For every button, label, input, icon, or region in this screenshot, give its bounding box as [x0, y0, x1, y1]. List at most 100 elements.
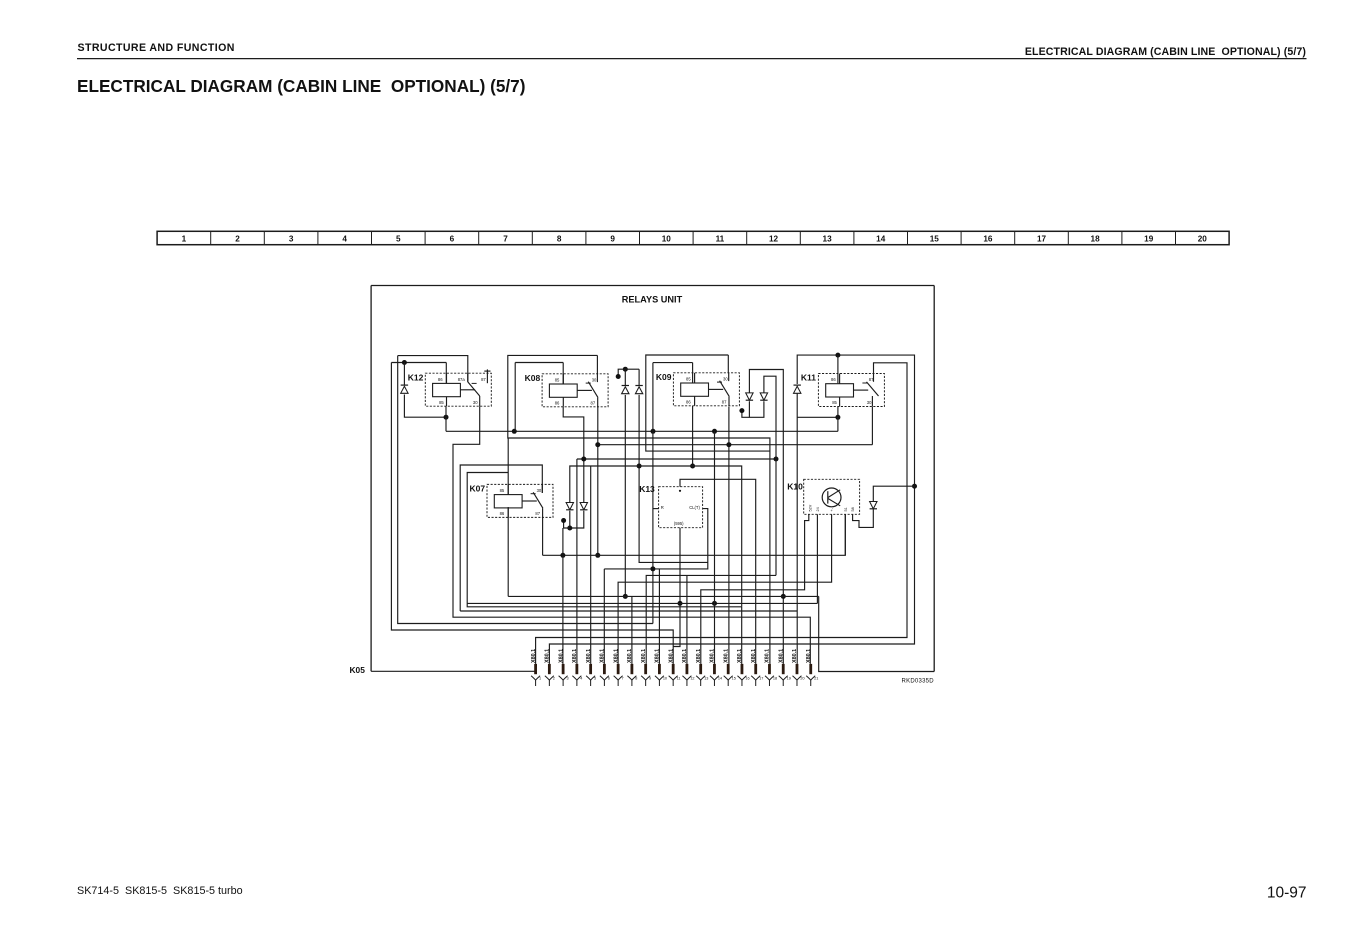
svg-text:X80.1: X80.1 — [696, 649, 702, 663]
svg-text:RKD0335D: RKD0335D — [902, 678, 935, 684]
svg-text:30: 30 — [723, 376, 728, 381]
svg-text:X80.1: X80.1 — [765, 649, 771, 663]
svg-text:10: 10 — [663, 676, 667, 680]
svg-text:K13: K13 — [639, 484, 655, 494]
svg-text:5: 5 — [594, 676, 596, 680]
svg-text:13: 13 — [823, 235, 833, 244]
svg-text:17: 17 — [759, 676, 763, 680]
svg-text:9: 9 — [649, 676, 651, 680]
svg-text:X80.1: X80.1 — [806, 649, 812, 663]
svg-text:X80.1: X80.1 — [778, 649, 784, 663]
svg-text:18: 18 — [1091, 235, 1101, 244]
svg-text:X80.1: X80.1 — [792, 649, 798, 663]
svg-text:86: 86 — [500, 511, 505, 516]
svg-text:5: 5 — [396, 235, 401, 244]
svg-text:4: 4 — [580, 676, 582, 680]
svg-text:K10: K10 — [787, 481, 803, 491]
svg-text:85: 85 — [832, 400, 837, 405]
svg-text:30: 30 — [537, 488, 542, 493]
svg-text:X80.1: X80.1 — [558, 649, 564, 663]
svg-text:X80.1: X80.1 — [668, 649, 674, 663]
svg-text:11: 11 — [677, 676, 681, 680]
svg-text:CL(T): CL(T) — [689, 505, 700, 510]
svg-text:X80.1: X80.1 — [586, 649, 592, 663]
svg-text:14: 14 — [876, 235, 886, 244]
svg-text:85: 85 — [555, 377, 560, 382]
svg-text:7: 7 — [503, 235, 508, 244]
svg-text:8: 8 — [557, 235, 562, 244]
svg-text:X80.1: X80.1 — [627, 649, 633, 663]
svg-text:X80.1: X80.1 — [545, 649, 551, 663]
svg-text:87: 87 — [535, 511, 540, 516]
svg-text:11: 11 — [716, 235, 725, 244]
svg-text:87a: 87a — [458, 377, 466, 382]
svg-text:RELAYS UNIT: RELAYS UNIT — [622, 295, 683, 305]
svg-text:13: 13 — [704, 676, 708, 680]
svg-text:86: 86 — [831, 377, 836, 382]
svg-text:K09: K09 — [656, 372, 672, 382]
svg-text:12: 12 — [769, 235, 779, 244]
svg-text:X80.1: X80.1 — [655, 649, 661, 663]
svg-text:85: 85 — [686, 376, 691, 381]
svg-text:6: 6 — [450, 235, 455, 244]
svg-text:87: 87 — [722, 399, 727, 404]
svg-text:X80.1: X80.1 — [641, 649, 647, 663]
svg-text:X80.1: X80.1 — [613, 649, 619, 663]
svg-text:2: 2 — [553, 676, 555, 680]
svg-text:87: 87 — [869, 377, 874, 382]
svg-text:20: 20 — [1198, 235, 1208, 244]
svg-text:86: 86 — [555, 400, 560, 405]
svg-text:9: 9 — [610, 235, 615, 244]
svg-text:21: 21 — [814, 676, 818, 680]
svg-text:ELECTRICAL DIAGRAM (CABIN LINE: ELECTRICAL DIAGRAM (CABIN LINE OPTIONAL)… — [1025, 46, 1306, 58]
svg-text:+-: +- — [830, 507, 834, 511]
svg-text:51: 51 — [844, 507, 848, 511]
svg-text:X80.1: X80.1 — [572, 649, 578, 663]
svg-text:16: 16 — [745, 676, 749, 680]
svg-text:58: 58 — [851, 507, 855, 511]
svg-text:X80.1: X80.1 — [531, 649, 537, 663]
svg-text:4: 4 — [342, 235, 347, 244]
svg-text:(595): (595) — [674, 521, 684, 526]
svg-text:ELECTRICAL DIAGRAM (CABIN LINE: ELECTRICAL DIAGRAM (CABIN LINE OPTIONAL)… — [77, 76, 525, 96]
svg-text:X80.1: X80.1 — [682, 649, 688, 663]
svg-text:19: 19 — [787, 676, 791, 680]
svg-text:85: 85 — [500, 488, 505, 493]
svg-text:52V: 52V — [808, 504, 812, 511]
svg-text:7: 7 — [622, 676, 624, 680]
svg-text:K11: K11 — [801, 373, 816, 383]
svg-text:STRUCTURE AND FUNCTION: STRUCTURE AND FUNCTION — [78, 42, 235, 54]
svg-text:K07: K07 — [470, 484, 486, 494]
svg-text:14: 14 — [718, 676, 722, 680]
svg-text:24: 24 — [816, 507, 820, 511]
svg-text:K12: K12 — [408, 372, 424, 382]
svg-text:SK714-5 SK815-5 SK815-5 turb: SK714-5 SK815-5 SK815-5 turbo — [77, 885, 243, 897]
svg-text:30: 30 — [867, 400, 872, 405]
svg-text:15: 15 — [930, 235, 940, 244]
svg-text:86: 86 — [438, 377, 443, 382]
svg-text:K08: K08 — [525, 373, 541, 383]
svg-text:X80.1: X80.1 — [737, 649, 743, 663]
svg-text:8: 8 — [635, 676, 637, 680]
svg-text:30: 30 — [473, 400, 478, 405]
svg-text:R: R — [661, 505, 664, 510]
svg-text:30: 30 — [592, 377, 597, 382]
svg-text:20: 20 — [800, 676, 804, 680]
svg-text:3: 3 — [289, 235, 294, 244]
svg-text:18: 18 — [773, 676, 777, 680]
svg-text:2: 2 — [235, 235, 240, 244]
svg-text:3: 3 — [567, 676, 569, 680]
svg-text:17: 17 — [1037, 235, 1047, 244]
svg-text:86: 86 — [686, 399, 691, 404]
svg-text:12: 12 — [690, 676, 694, 680]
svg-text:87: 87 — [481, 377, 486, 382]
svg-text:15: 15 — [732, 676, 736, 680]
svg-text:1: 1 — [539, 676, 541, 680]
svg-text:X80.1: X80.1 — [600, 649, 606, 663]
svg-text:K05: K05 — [350, 665, 366, 675]
svg-text:16: 16 — [983, 235, 993, 244]
svg-text:85: 85 — [439, 400, 444, 405]
svg-text:19: 19 — [1144, 235, 1154, 244]
svg-text:10: 10 — [662, 235, 672, 244]
svg-text:X80.1: X80.1 — [751, 649, 757, 663]
